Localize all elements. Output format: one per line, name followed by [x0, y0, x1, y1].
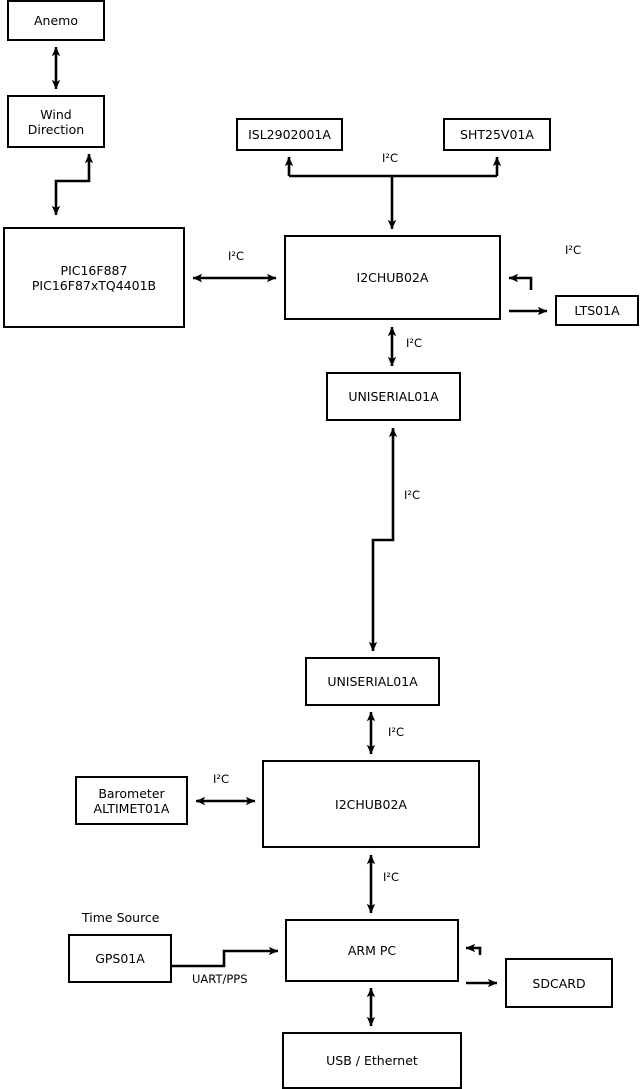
node-anemo[interactable]: Anemo: [7, 0, 105, 41]
node-pic-microcontroller[interactable]: PIC16F887 PIC16F87xTQ4401B: [3, 227, 185, 328]
node-sdcard-label: SDCARD: [532, 975, 586, 991]
node-sht25v01a-label: SHT25V01A: [460, 127, 534, 142]
node-gps01a[interactable]: GPS01A: [68, 934, 172, 983]
node-barometer-altimet01a-label: Barometer ALTIMET01A: [93, 785, 170, 816]
edge-label-uniserial-link: I²C: [404, 488, 421, 502]
node-usb-ethernet[interactable]: USB / Ethernet: [282, 1032, 462, 1089]
node-lts01a[interactable]: LTS01A: [555, 295, 639, 326]
node-usb-ethernet-label: USB / Ethernet: [326, 1053, 418, 1068]
node-gps01a-label: GPS01A: [95, 951, 145, 966]
node-arm-pc-label: ARM PC: [347, 943, 397, 958]
node-pic-microcontroller-label: PIC16F887 PIC16F87xTQ4401B: [31, 262, 157, 293]
edge-label-barometer-hub2: I²C: [213, 772, 230, 786]
edge-wind-pic: [51, 153, 94, 216]
node-sht25v01a[interactable]: SHT25V01A: [443, 118, 551, 151]
node-wind-direction-label: Wind Direction: [27, 106, 85, 137]
node-arm-pc[interactable]: ARM PC: [285, 919, 459, 982]
node-i2chub02a-bottom-label: I2CHUB02A: [335, 796, 407, 812]
node-lts01a-label: LTS01A: [574, 303, 620, 318]
edge-hub-lts-in: [508, 273, 533, 290]
edge-uniserial-link: [368, 427, 398, 652]
node-uniserial01a-upper[interactable]: UNISERIAL01A: [326, 372, 461, 421]
node-wind-direction[interactable]: Wind Direction: [7, 95, 105, 148]
node-i2chub02a-top[interactable]: I2CHUB02A: [284, 235, 501, 320]
node-i2chub02a-top-label: I2CHUB02A: [356, 270, 429, 285]
edge-label-sensor-bus: I²C: [382, 151, 399, 165]
edge-label-hub2-armpc: I²C: [383, 870, 400, 884]
node-sdcard[interactable]: SDCARD: [505, 958, 613, 1008]
edge-label-gps-armpc: UART/PPS: [192, 972, 248, 986]
edge-label-pic-hub: I²C: [228, 249, 245, 263]
edge-armpc-sdcard-in: [465, 943, 482, 955]
node-isl2902001a[interactable]: ISL2902001A: [236, 118, 343, 151]
node-anemo-label: Anemo: [34, 13, 78, 28]
node-uniserial01a-lower[interactable]: UNISERIAL01A: [305, 657, 440, 706]
node-uniserial01a-lower-label: UNISERIAL01A: [327, 674, 418, 689]
edge-label-uniserial-hub2: I²C: [388, 725, 405, 739]
edge-gps-armpc: [172, 946, 279, 968]
node-i2chub02a-bottom[interactable]: I2CHUB02A: [262, 760, 480, 848]
label-time-source: Time Source: [82, 910, 160, 925]
edge-label-hub-uniserial: I²C: [406, 336, 423, 350]
node-isl2902001a-label: ISL2902001A: [248, 127, 331, 142]
node-uniserial01a-upper-label: UNISERIAL01A: [348, 389, 439, 404]
node-barometer-altimet01a[interactable]: Barometer ALTIMET01A: [75, 776, 188, 825]
edge-label-hub-lts: I²C: [565, 243, 582, 257]
